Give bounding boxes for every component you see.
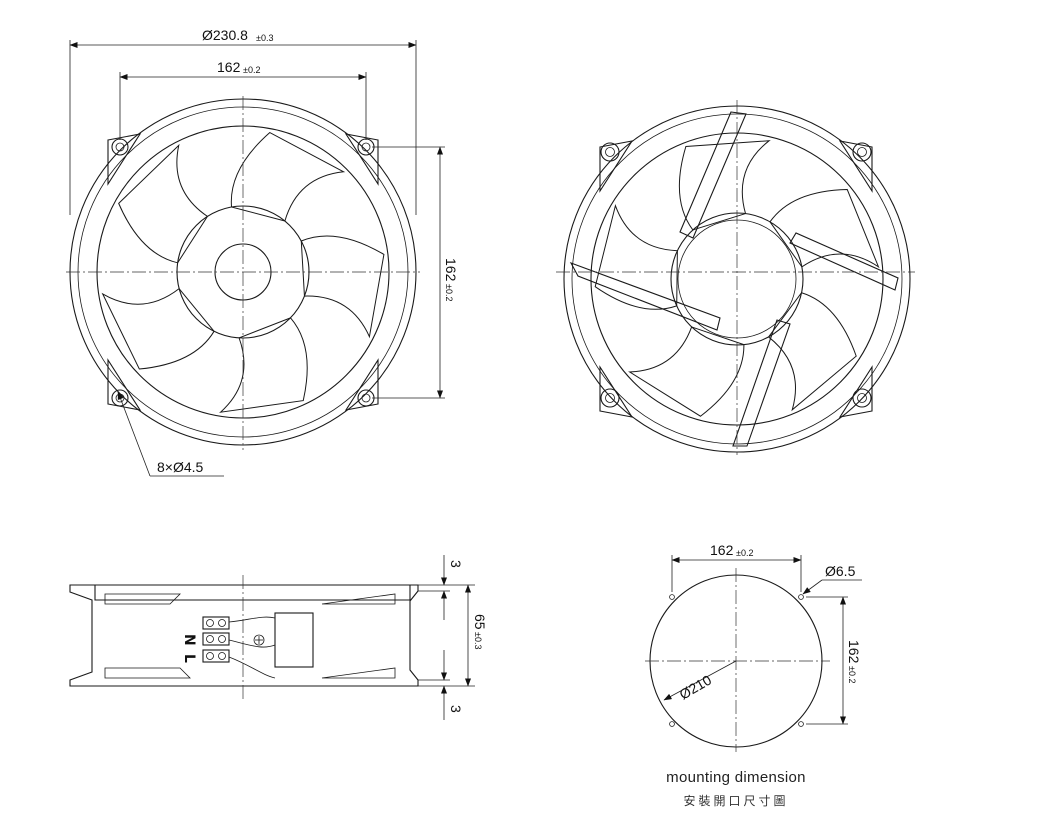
mount-hole-icon bbox=[798, 721, 804, 727]
fan-blade bbox=[628, 326, 745, 417]
mount-hole-icon bbox=[357, 389, 375, 407]
fan-blade bbox=[230, 131, 346, 222]
dim-holes-leader: 8×Ø4.5 bbox=[157, 459, 204, 475]
mounting-caption-zh: 安裝開口尺寸圖 bbox=[683, 793, 788, 808]
mount-hole-icon bbox=[600, 142, 620, 162]
mount-dim-spacing-h-tol: ±0.2 bbox=[736, 548, 753, 558]
mount-hole-icon bbox=[357, 138, 375, 156]
fan-blade bbox=[594, 203, 678, 310]
mount-dim-cutout-dia: Ø210 bbox=[677, 672, 715, 703]
fan-blade bbox=[300, 235, 385, 339]
mount-hole-icon bbox=[600, 388, 620, 408]
dim-hole-spacing-v: 162 bbox=[443, 258, 459, 282]
fan-blade bbox=[118, 143, 209, 264]
dim-hole-spacing-v-tol: ±0.2 bbox=[444, 284, 454, 301]
front-view: Ø230.8 ±0.3 162 ±0.2 162 ±0.2 8×Ø4.5 bbox=[66, 27, 459, 477]
mount-dim-spacing-v: 162 bbox=[846, 640, 862, 664]
mount-hole-icon bbox=[669, 721, 675, 727]
mount-hole-icon bbox=[798, 594, 804, 600]
terminal-n: N bbox=[181, 634, 197, 646]
dim-flange-bottom: 3 bbox=[448, 705, 464, 713]
mounting-caption-en: mounting dimension bbox=[666, 769, 806, 786]
mount-dim-hole-dia: Ø6.5 bbox=[825, 563, 856, 579]
terminal-l: L bbox=[181, 654, 197, 663]
dim-hole-spacing-h-tol: ±0.2 bbox=[243, 65, 260, 75]
mount-hole-icon bbox=[852, 142, 872, 162]
fan-blade bbox=[769, 188, 880, 269]
dim-outer-diameter: Ø230.8 bbox=[202, 27, 248, 43]
side-view: N L 3 3 65 ±0.3 bbox=[69, 555, 488, 720]
mount-hole-icon bbox=[111, 389, 129, 407]
ground-icon bbox=[253, 634, 265, 646]
mount-dim-spacing-v-tol: ±0.2 bbox=[847, 666, 857, 683]
back-view bbox=[556, 100, 915, 455]
fan-blade bbox=[101, 287, 215, 370]
mount-dim-spacing-h: 162 bbox=[710, 542, 734, 558]
mount-hole-icon bbox=[111, 138, 129, 156]
front-fan-blades bbox=[101, 131, 385, 413]
fan-blade bbox=[767, 292, 857, 412]
terminal-block bbox=[202, 616, 276, 679]
fan-blade bbox=[218, 317, 308, 413]
dim-flange-top: 3 bbox=[448, 560, 464, 568]
dim-hole-spacing-h: 162 bbox=[217, 59, 241, 75]
back-struts bbox=[569, 111, 899, 447]
mount-hole-icon bbox=[852, 388, 872, 408]
mount-hole-icon bbox=[669, 594, 675, 600]
dim-depth-tol: ±0.3 bbox=[473, 632, 483, 649]
back-fan-blades bbox=[594, 140, 880, 417]
side-motor-box bbox=[274, 612, 314, 668]
back-mount-bosses bbox=[599, 140, 873, 418]
mounting-view: 162 ±0.2 Ø6.5 162 ±0.2 Ø210 mounting dim… bbox=[645, 542, 862, 808]
dim-outer-diameter-tol: ±0.3 bbox=[256, 33, 273, 43]
dim-depth: 65 bbox=[472, 614, 488, 630]
fan-blade bbox=[678, 140, 771, 231]
